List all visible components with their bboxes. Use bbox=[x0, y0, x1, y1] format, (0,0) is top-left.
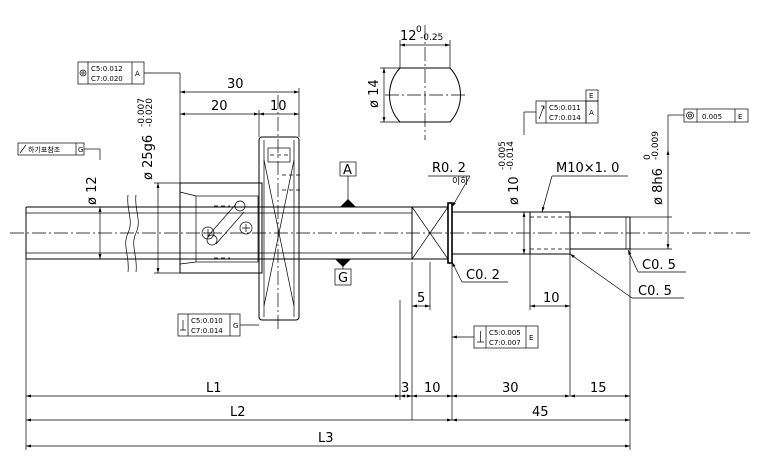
thread-note: M10×1. 0 bbox=[541, 161, 628, 213]
fcf-perp-shoulder: C5:0.005 C7:0.007 E bbox=[452, 325, 539, 349]
svg-text:R0. 2: R0. 2 bbox=[432, 161, 466, 176]
perpendicularity-icon bbox=[477, 331, 484, 343]
svg-text:10: 10 bbox=[424, 381, 441, 396]
svg-text:ø 10: ø 10 bbox=[507, 176, 522, 205]
width-12-label: 12 bbox=[400, 29, 417, 44]
nut-length-dims: 30 20 10 bbox=[179, 77, 300, 183]
bottom-dims: L1 3 10 30 15 L2 45 L3 bbox=[25, 249, 631, 450]
svg-text:ø 8h6: ø 8h6 bbox=[651, 168, 666, 205]
svg-text:하기표참조: 하기표참조 bbox=[28, 145, 61, 154]
svg-text:A: A bbox=[589, 109, 594, 117]
svg-text:5: 5 bbox=[417, 291, 425, 306]
svg-text:0.005: 0.005 bbox=[702, 113, 722, 121]
len-10-top-label: 10 bbox=[270, 99, 287, 114]
dia-25-label: ø 25g6 bbox=[141, 135, 156, 180]
perpendicularity-icon bbox=[180, 320, 186, 331]
d-cut-section: 12 0 -0.25 ø 14 bbox=[367, 25, 461, 123]
shaft-end bbox=[452, 211, 631, 255]
svg-text:45: 45 bbox=[532, 405, 549, 420]
dia-8-dim: ø 8h6 0 -0.009 bbox=[630, 131, 672, 250]
bearing-journal bbox=[411, 202, 453, 264]
dia-10-dim: ø 10 -0.005 -0.014 bbox=[498, 141, 526, 254]
svg-text:L1: L1 bbox=[206, 381, 222, 396]
len-5-dim: 5 bbox=[411, 262, 431, 310]
svg-text:C5:0.010: C5:0.010 bbox=[191, 317, 223, 325]
svg-text:G: G bbox=[338, 271, 348, 286]
svg-text:A: A bbox=[343, 163, 352, 178]
svg-text:E: E bbox=[529, 334, 533, 342]
svg-text:-0.005: -0.005 bbox=[498, 141, 508, 170]
svg-text:10: 10 bbox=[543, 291, 560, 306]
fcf-straightness: 하기표참조 G bbox=[17, 142, 101, 160]
svg-text:L3: L3 bbox=[318, 431, 334, 446]
svg-text:C7:0.007: C7:0.007 bbox=[489, 339, 521, 347]
svg-text:C7:0.014: C7:0.014 bbox=[549, 114, 581, 122]
svg-text:C0. 5: C0. 5 bbox=[642, 258, 676, 273]
svg-text:C0. 5: C0. 5 bbox=[638, 284, 672, 299]
fcf-perp-flange: C5:0.010 C7:0.014 G bbox=[177, 313, 259, 337]
svg-text:E: E bbox=[738, 113, 742, 121]
svg-text:G: G bbox=[78, 146, 83, 154]
fcf-runout-journal: C5:0.011 C7:0.014 E A bbox=[523, 89, 599, 135]
circular-runout-icon bbox=[538, 105, 545, 120]
svg-text:C5:0.005: C5:0.005 bbox=[489, 329, 521, 337]
dia-12-dim: ø 12 bbox=[85, 176, 102, 259]
svg-text:0: 0 bbox=[643, 154, 653, 160]
fcf-concentricity-end: 0.005 E bbox=[667, 108, 749, 150]
svg-text:M10×1. 0: M10×1. 0 bbox=[556, 161, 619, 176]
svg-text:A: A bbox=[135, 70, 140, 78]
fcf-runout-nut: C5:0.012 C7:0.020 A bbox=[77, 61, 181, 88]
straightness-icon bbox=[19, 144, 27, 154]
len-30-label: 30 bbox=[227, 77, 244, 92]
svg-text:C5:0.012: C5:0.012 bbox=[91, 65, 123, 73]
radius-note: R0. 2 이하 bbox=[428, 161, 471, 208]
svg-text:이하: 이하 bbox=[452, 176, 469, 187]
dia-12-label: ø 12 bbox=[85, 176, 100, 205]
len-10-thread-dim: 10 bbox=[529, 254, 571, 395]
datum-g: G bbox=[334, 259, 352, 286]
width-12-tol: -0.25 bbox=[420, 33, 443, 43]
svg-text:E: E bbox=[589, 92, 593, 100]
width-12-tol-upper: 0 bbox=[416, 25, 422, 35]
svg-text:-0.009: -0.009 bbox=[651, 131, 661, 160]
datum-a: A bbox=[339, 161, 357, 207]
svg-text:C0. 2: C0. 2 bbox=[466, 268, 500, 283]
svg-text:C5:0.011: C5:0.011 bbox=[549, 104, 581, 112]
svg-text:C7:0.020: C7:0.020 bbox=[91, 75, 123, 83]
svg-text:C7:0.014: C7:0.014 bbox=[191, 327, 223, 335]
chamfer-notes: C0. 2 C0. 5 C0. 5 bbox=[451, 249, 686, 299]
svg-text:G: G bbox=[233, 322, 238, 330]
dia-25-dim: ø 25g6 -0.007 -0.020 bbox=[137, 98, 180, 274]
nut-body bbox=[258, 136, 300, 321]
nut-flange bbox=[179, 182, 263, 274]
svg-text:15: 15 bbox=[590, 381, 607, 396]
dia-25-tol-upper: -0.007 bbox=[137, 98, 147, 127]
svg-text:-0.014: -0.014 bbox=[506, 141, 516, 170]
dia-25-tol-lower: -0.020 bbox=[145, 98, 155, 127]
len-20-label: 20 bbox=[211, 99, 228, 114]
concentricity-icon bbox=[686, 111, 694, 120]
svg-text:3: 3 bbox=[401, 381, 409, 396]
svg-text:L2: L2 bbox=[230, 405, 246, 420]
dia-14-label: ø 14 bbox=[367, 79, 382, 108]
concentricity-icon bbox=[79, 69, 87, 77]
svg-text:30: 30 bbox=[502, 381, 519, 396]
